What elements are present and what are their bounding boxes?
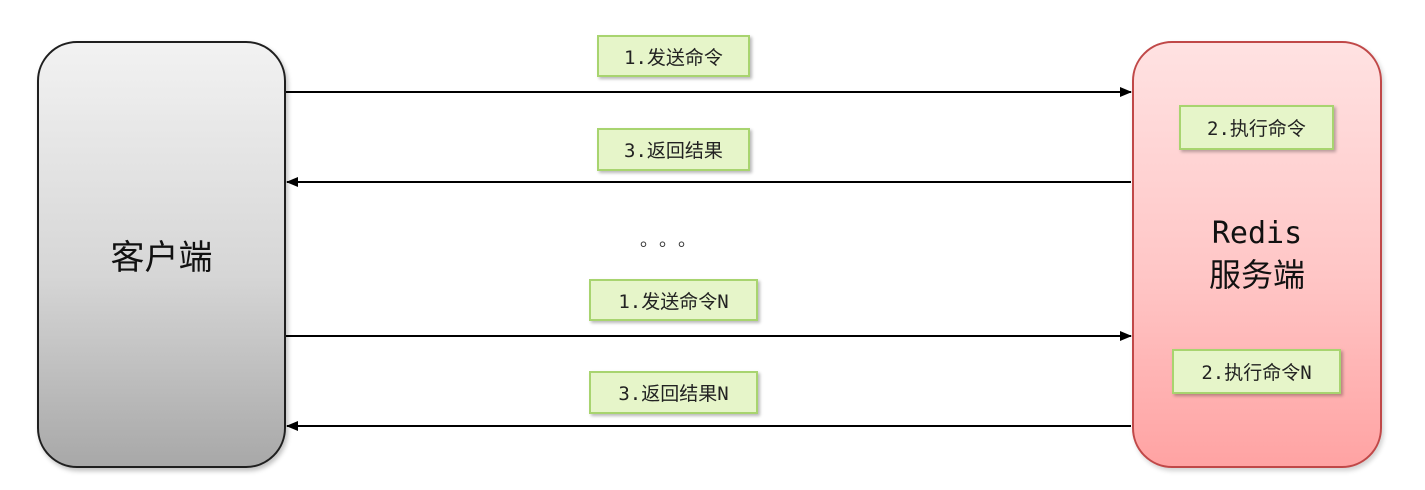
return-result-n-tag: 3.返回结果N <box>589 371 758 414</box>
ellipsis: 。。。 <box>640 230 706 251</box>
send-command-n-tag: 1.发送命令N <box>589 279 758 321</box>
server-label-redis: Redis <box>1211 215 1303 251</box>
execute-command-n-tag: 2.执行命令N <box>1172 349 1341 394</box>
send-command-tag: 1.发送命令 <box>597 35 750 77</box>
return-result-tag: 3.返回结果 <box>597 128 750 171</box>
server-label-service: 服务端 <box>1208 255 1305 294</box>
execute-command-tag: 2.执行命令 <box>1179 105 1334 150</box>
client-label: 客户端 <box>110 238 213 278</box>
client-box: 客户端 <box>37 41 286 468</box>
